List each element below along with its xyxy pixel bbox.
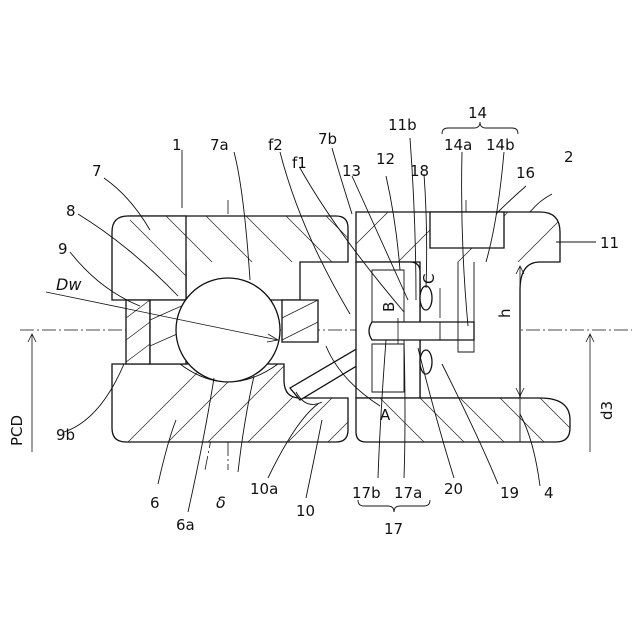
label-10: 10 [296, 502, 315, 520]
label-17b: 17b [352, 484, 381, 502]
label-17: 17 [384, 520, 403, 538]
label-4: 4 [544, 484, 554, 502]
label-f2: f2 [268, 136, 283, 154]
label-7a: 7a [210, 136, 229, 154]
label-20: 20 [444, 480, 463, 498]
label-9b: 9b [56, 426, 75, 444]
label-11b: 11b [388, 116, 417, 134]
label-16: 16 [516, 164, 535, 182]
label-9: 9 [58, 240, 68, 258]
label-2: 2 [564, 148, 574, 166]
label-pcd: PCD [8, 415, 26, 446]
label-14a: 14a [444, 136, 472, 154]
label-10a: 10a [250, 480, 278, 498]
dimension-d3 [586, 334, 594, 452]
label-11: 11 [600, 234, 619, 252]
cage-right [282, 300, 318, 342]
label-12: 12 [376, 150, 395, 168]
label-delta: δ [216, 493, 226, 512]
label-6a: 6a [176, 516, 195, 534]
label-f1: f1 [292, 154, 307, 172]
label-dw: Dw [56, 275, 82, 294]
label-18: 18 [410, 162, 429, 180]
label-a: A [380, 406, 391, 424]
dimension-pcd [28, 334, 36, 452]
label-h: h [496, 308, 514, 318]
label-6: 6 [150, 494, 160, 512]
label-14: 14 [468, 104, 487, 122]
label-7b: 7b [318, 130, 337, 148]
label-7: 7 [92, 162, 102, 180]
label-19: 19 [500, 484, 519, 502]
label-b: B [380, 302, 398, 312]
label-14b: 14b [486, 136, 515, 154]
label-d3: d3 [598, 401, 616, 420]
label-c: C [420, 274, 438, 284]
brace-14 [442, 122, 518, 134]
o-ring-18 [420, 286, 432, 310]
label-17a: 17a [394, 484, 422, 502]
label-8: 8 [66, 202, 76, 220]
label-1: 1 [172, 136, 182, 154]
label-13: 13 [342, 162, 361, 180]
